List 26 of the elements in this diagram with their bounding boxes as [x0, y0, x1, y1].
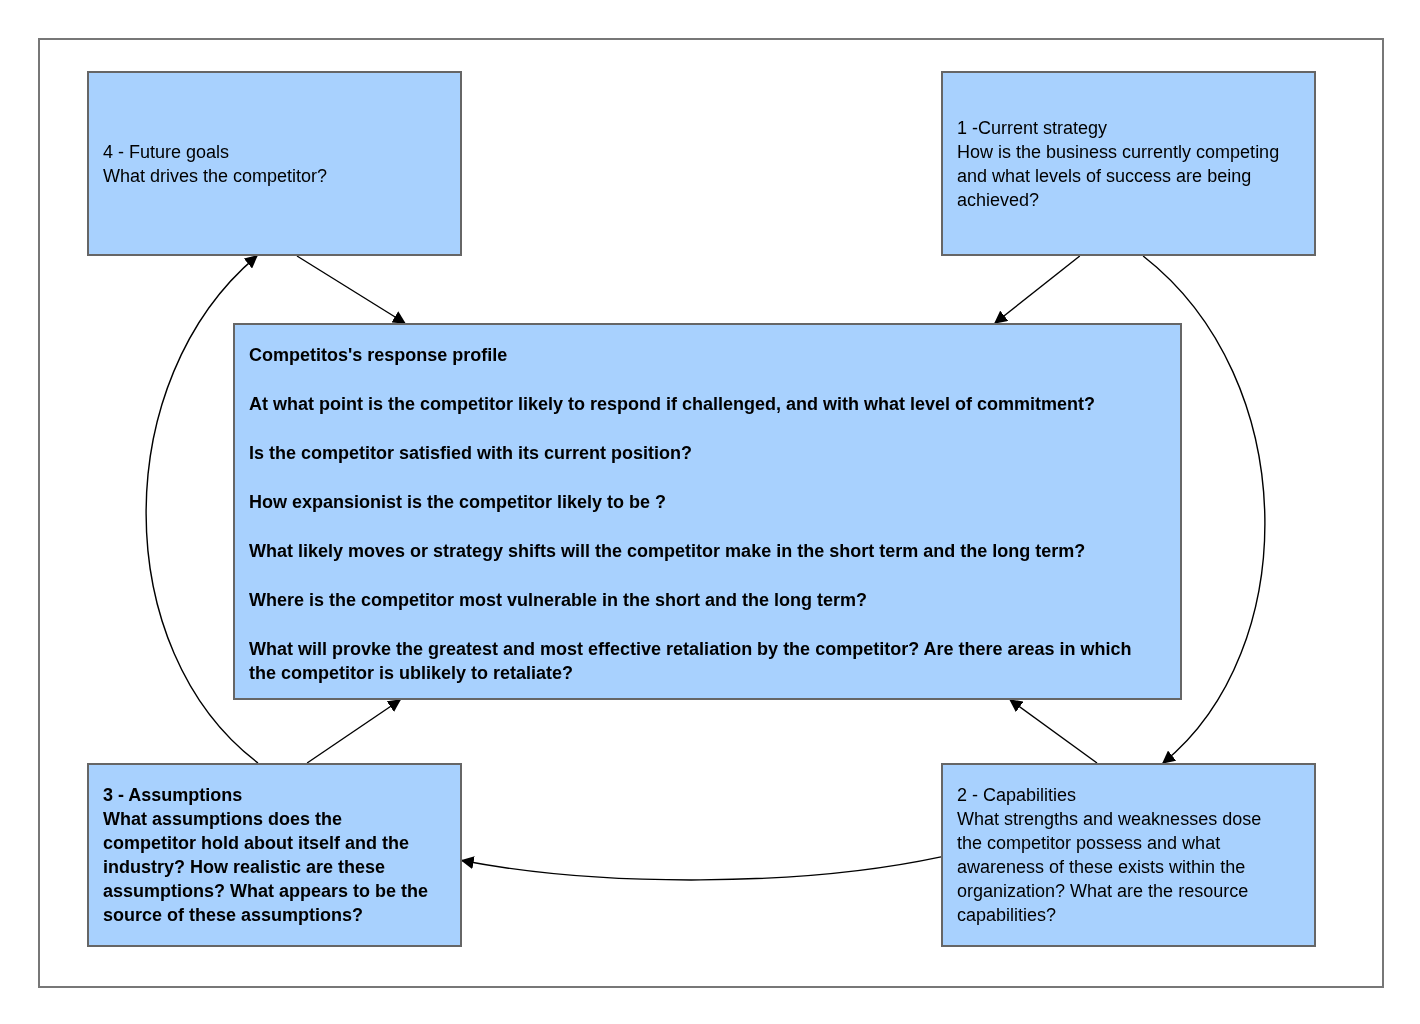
box-text: At what point is the competitor likely to respond if challenged, and with what level of commitment?	[249, 393, 1097, 416]
box-text: What assumptions does the competitor hold about itself and the industry? How realistic are these assumptions? What appears to be the source of these assumptions?	[103, 808, 430, 927]
process-box	[87, 71, 462, 256]
arrow	[1142, 255, 1266, 764]
arrow	[296, 255, 406, 324]
box-text: Is the competitor satisfied with its current position?	[249, 442, 694, 465]
box-heading: 1 -Current strategy	[957, 116, 1109, 140]
process-box	[941, 763, 1316, 947]
box-text: How expansionist is the competitor likely to be ?	[249, 491, 668, 514]
box-text: Where is the competitor most vulnerable in the short and the long term?	[249, 589, 869, 612]
box-text: What will provke the greatest and most effective retaliation by the competitor? Are there areas in which the competitor is ublikely to retaliate?	[249, 638, 1133, 685]
box-heading: 4 - Future goals	[103, 140, 231, 164]
box-heading: Competitos's response profile	[249, 344, 509, 367]
arrow	[145, 255, 259, 764]
arrow	[306, 699, 402, 764]
box-text: What likely moves or strategy shifts will the competitor make in the short term and the long term?	[249, 540, 1087, 563]
box-text: How is the business currently competing and what levels of success are being achieved?	[957, 140, 1281, 212]
box-text: What drives the competitor?	[103, 164, 329, 188]
process-box	[233, 323, 1182, 700]
process-box	[941, 71, 1316, 256]
box-heading: 3 - Assumptions	[103, 784, 244, 807]
arrow	[994, 255, 1081, 324]
box-heading: 2 - Capabilities	[957, 784, 1078, 807]
box-text: What strengths and weaknesses dose the competitor possess and what awareness of these exists within the organization? What are the resource capabilities?	[957, 808, 1263, 927]
arrow	[1009, 699, 1098, 764]
process-box	[87, 763, 462, 947]
